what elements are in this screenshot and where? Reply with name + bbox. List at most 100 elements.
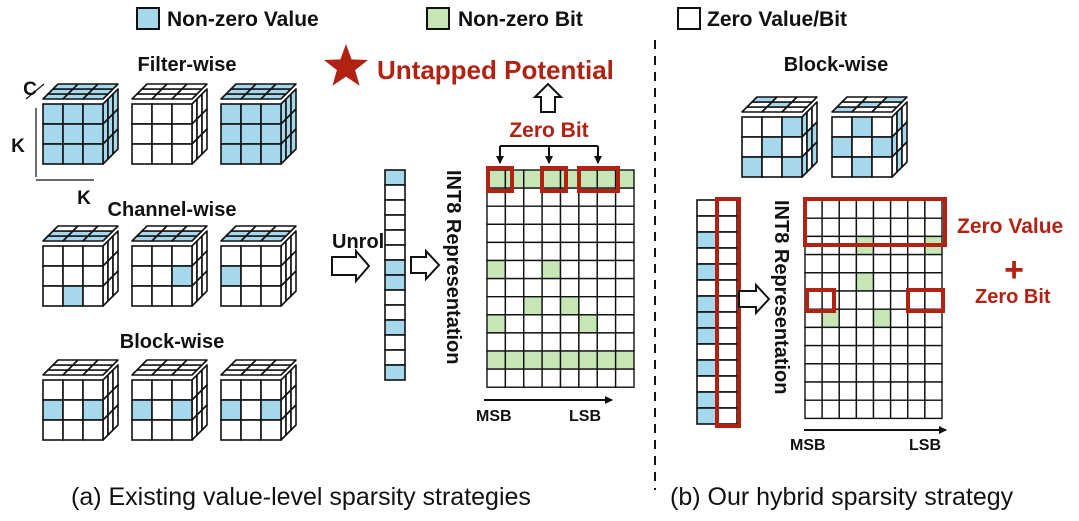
bit-cell (889, 272, 909, 292)
channel-cube (42, 225, 119, 307)
bit-cell (614, 368, 635, 388)
vector-cell (384, 349, 406, 366)
bit-cell (907, 326, 926, 347)
vector-cell (384, 259, 406, 276)
bit-cell (614, 314, 635, 334)
vector-cell (384, 334, 406, 351)
bit-cell (486, 259, 507, 280)
unroll-arrow-icon (331, 248, 371, 284)
bit-cell (486, 368, 507, 388)
bit-cell (872, 381, 892, 401)
legend-non-zero-bit: Non-zero Bit (458, 8, 583, 31)
bit-cell (716, 215, 738, 233)
bit-cell (523, 205, 543, 225)
int8-bit-grid-right (803, 197, 947, 420)
bit-cell (559, 241, 580, 262)
bit-cell (838, 344, 858, 365)
bit-cell (504, 205, 525, 225)
bit-cell (614, 205, 635, 225)
bit-cell (804, 344, 823, 365)
bit-cell (855, 199, 875, 219)
bit-cell (855, 253, 875, 274)
bit-cell (559, 350, 580, 370)
bit-cell (541, 314, 562, 334)
legend-value-swatch (136, 7, 160, 30)
bit-cell (804, 399, 823, 420)
vector-cell (696, 263, 718, 281)
bit-cell (804, 363, 823, 383)
bit-cell (716, 359, 738, 377)
vector-cell (696, 343, 718, 361)
vector-cell (696, 359, 718, 377)
bit-cell (596, 277, 617, 298)
dim-c-label: C (23, 79, 37, 100)
bit-cell (716, 295, 738, 313)
block-wise-label-right: Block-wise (784, 54, 888, 76)
bit-cell (504, 296, 525, 316)
bit-cell (804, 199, 823, 219)
msb-label-right: MSB (790, 437, 826, 454)
bit-cell (596, 205, 617, 225)
bit-cell (821, 381, 840, 401)
bit-cell (523, 223, 543, 244)
legend: Non-zero Value Non-zero Bit Zero Value/B… (136, 7, 847, 31)
bit-cell (821, 326, 840, 347)
bit-cell (716, 375, 738, 393)
legend-bit-swatch (426, 7, 450, 30)
bit-cell (578, 169, 598, 189)
bit-cell (872, 272, 892, 292)
bit-cell (855, 308, 875, 329)
bit-cell (578, 205, 598, 225)
vector-cell (696, 391, 718, 409)
bit-cell (578, 259, 598, 280)
bit-cell (578, 332, 598, 352)
filter-cube (42, 83, 119, 165)
channel-cube (220, 225, 297, 307)
bit-cell (504, 350, 525, 370)
bit-cell (486, 314, 507, 334)
bit-cell (541, 368, 562, 388)
bit-cell (855, 290, 875, 310)
bit-cell (907, 217, 926, 238)
bit-cell (855, 272, 875, 292)
bit-cell (838, 272, 858, 292)
zero-bit-pointer (496, 145, 602, 164)
bit-cell (716, 263, 738, 281)
block-cube-right (831, 96, 908, 178)
bit-cell (541, 241, 562, 262)
vector-cell (696, 199, 718, 217)
zero-highlight (906, 288, 945, 313)
bit-cell (907, 399, 926, 420)
bit-cell (716, 231, 738, 249)
vector-cell (384, 244, 406, 261)
unroll-label: Unroll (332, 231, 390, 253)
vector-cell (384, 214, 406, 231)
vector-cell (384, 364, 406, 381)
bit-cell (559, 332, 580, 352)
bit-cell (614, 241, 635, 262)
vector-cell (696, 215, 718, 233)
bit-cell (578, 368, 598, 388)
bit-cell (578, 277, 598, 298)
bit-cell (872, 290, 892, 310)
zero-bit-highlight (577, 166, 620, 193)
bit-cell (486, 277, 507, 298)
block-cube-right (741, 96, 818, 178)
dim-k-horizontal-label: K (77, 188, 91, 209)
bit-cell (541, 169, 562, 189)
caption-left: (a) Existing value-level sparsity strate… (71, 483, 531, 511)
bit-cell (889, 326, 909, 347)
bit-cell (486, 241, 507, 262)
bit-cell (504, 277, 525, 298)
bit-cell (872, 363, 892, 383)
bit-cell (907, 381, 926, 401)
channel-wise-label: Channel-wise (108, 199, 237, 221)
bit-cell (596, 350, 617, 370)
bit-cell (596, 314, 617, 334)
bit-cell (578, 241, 598, 262)
bit-cell (821, 290, 840, 310)
zero-bit-column-highlight (715, 197, 741, 428)
lsb-label-left: LSB (569, 408, 601, 425)
vector-cell (384, 229, 406, 246)
bit-cell (504, 314, 525, 334)
